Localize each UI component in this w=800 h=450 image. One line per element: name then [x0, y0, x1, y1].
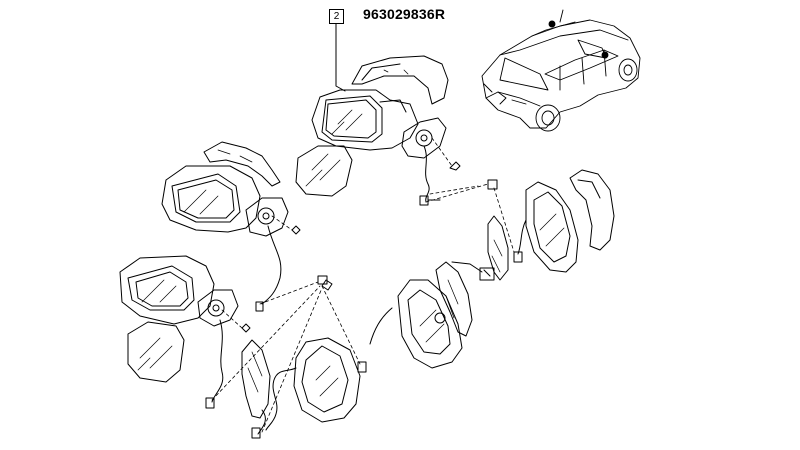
- mirror-glass-top: [295, 145, 353, 197]
- wiring-connector-right: [451, 261, 495, 281]
- mirror-housing-right: [487, 179, 579, 273]
- mirror-assembly-left: [119, 255, 239, 327]
- wiring-harness-lower: [265, 275, 393, 431]
- mirror-cover-right: [569, 169, 615, 251]
- vehicle-illustration: [481, 9, 641, 132]
- part-number-label: 963029836R: [363, 6, 446, 22]
- mirror-glass-right: [487, 215, 509, 281]
- mirror-assembly-top: [311, 89, 447, 159]
- callout-number-box[interactable]: 2: [329, 9, 344, 24]
- indicator-lens-right: [435, 261, 473, 337]
- mirror-assembly-middle: [161, 141, 289, 237]
- mirror-glass-left: [127, 321, 185, 383]
- mirror-cover-top: [351, 55, 449, 105]
- mirror-assembly-right-lower: [397, 279, 463, 369]
- wiring-harness-top: [419, 145, 461, 206]
- callout-leader-line: [335, 22, 346, 92]
- mirror-cover-lower: [293, 337, 361, 423]
- assembly-leader-lines: [211, 137, 515, 433]
- wiring-harness-middle: [255, 225, 301, 312]
- indicator-lens-left: [241, 339, 271, 439]
- wiring-harness-left: [205, 319, 251, 409]
